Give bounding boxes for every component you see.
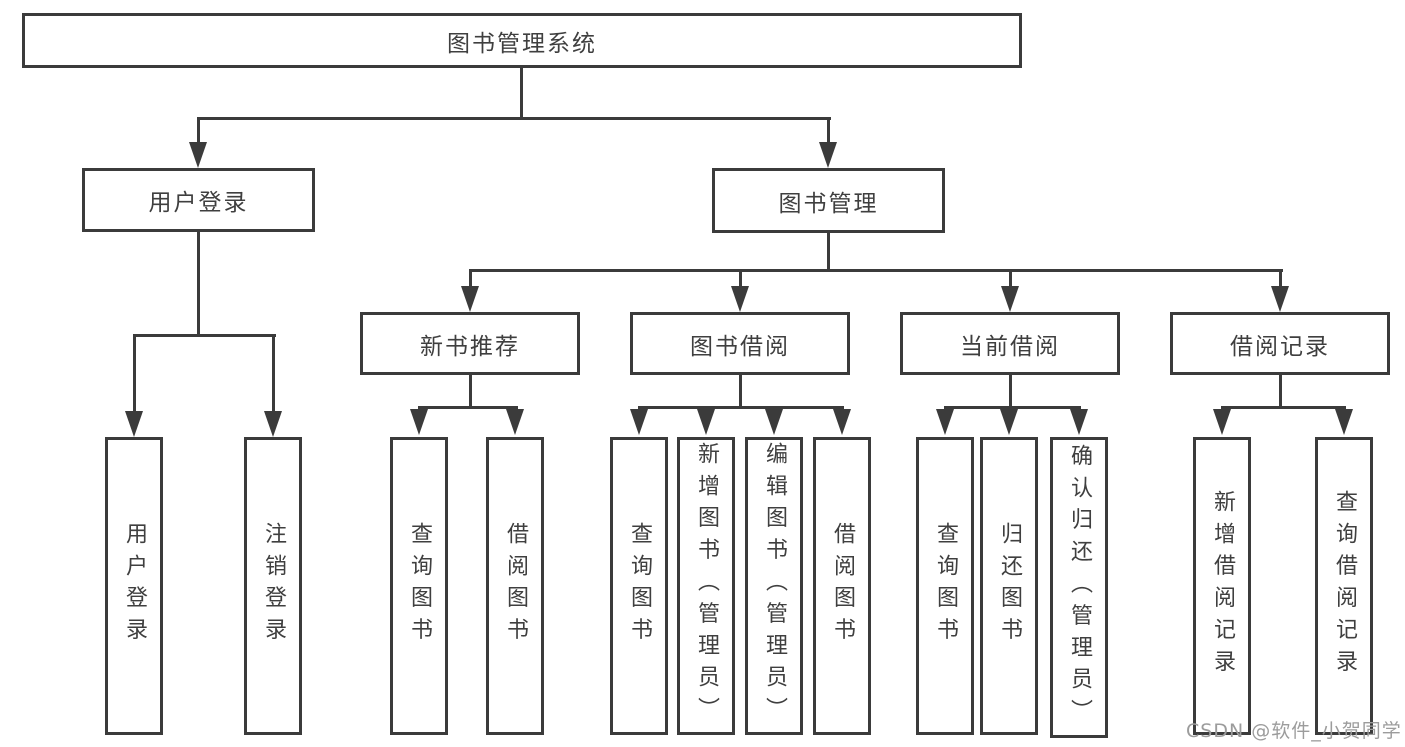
node-label: 新书推荐	[420, 333, 520, 360]
connector-line-h	[469, 269, 1283, 272]
connector-line-v	[739, 375, 742, 409]
watermark: CSDN @软件_小贺同学	[1186, 720, 1402, 742]
connector-line-h	[944, 406, 1081, 409]
arrow-down-icon	[936, 409, 954, 435]
node-label: 图书借阅	[690, 333, 790, 360]
connector-line-v	[1009, 375, 1012, 409]
node-user-login: 用户登录	[82, 168, 315, 232]
leaf-borrowing-add-books-admin: 新增图书（管理员）	[677, 437, 735, 735]
node-label: 查询图书	[407, 522, 432, 650]
connector-line-v	[197, 232, 200, 337]
arrow-down-icon	[731, 286, 749, 312]
connector-line-v	[272, 334, 275, 412]
node-book-borrowing: 图书借阅	[630, 312, 850, 375]
connector-line-v	[520, 68, 523, 118]
node-label: 确认归还（管理员）	[1067, 443, 1092, 732]
connector-line-v	[827, 117, 830, 145]
node-label: 注销登录	[261, 522, 286, 650]
connector-line-v	[1279, 375, 1282, 409]
arrow-down-icon	[765, 409, 783, 435]
leaf-recommend-query-books: 查询图书	[390, 437, 448, 735]
arrow-down-icon	[506, 409, 524, 435]
connector-line-v	[1009, 269, 1012, 287]
node-label: 借阅图书	[830, 522, 855, 650]
leaf-records-query-borrow-record: 查询借阅记录	[1315, 437, 1373, 735]
connector-line-v	[133, 334, 136, 412]
leaf-records-add-borrow-record: 新增借阅记录	[1193, 437, 1251, 735]
arrow-down-icon	[697, 409, 715, 435]
node-label: 编辑图书（管理员）	[762, 442, 787, 730]
arrow-down-icon	[819, 142, 837, 168]
arrow-down-icon	[1213, 409, 1231, 435]
node-current-borrowing: 当前借阅	[900, 312, 1120, 375]
node-label: 查询图书	[627, 522, 652, 650]
arrow-down-icon	[1070, 409, 1088, 435]
node-label: 借阅记录	[1230, 333, 1330, 360]
arrow-down-icon	[189, 142, 207, 168]
connector-line-v	[197, 117, 200, 145]
node-label: 新增借阅记录	[1210, 490, 1235, 682]
arrow-down-icon	[125, 411, 143, 437]
leaf-borrowing-borrow-books: 借阅图书	[813, 437, 871, 735]
node-borrowing-records: 借阅记录	[1170, 312, 1390, 375]
connector-line-v	[469, 269, 472, 287]
leaf-logout-login: 注销登录	[244, 437, 302, 735]
leaf-borrowing-edit-books-admin: 编辑图书（管理员）	[745, 437, 803, 735]
leaf-recommend-borrow-books: 借阅图书	[486, 437, 544, 735]
arrow-down-icon	[630, 409, 648, 435]
node-label: 借阅图书	[503, 522, 528, 650]
connector-line-v	[469, 375, 472, 409]
arrow-down-icon	[833, 409, 851, 435]
node-label: 当前借阅	[960, 333, 1060, 360]
arrow-down-icon	[1001, 286, 1019, 312]
node-label: 图书管理系统	[447, 30, 597, 57]
arrow-down-icon	[410, 409, 428, 435]
connector-line-v	[739, 269, 742, 287]
node-label: 归还图书	[997, 522, 1022, 650]
connector-line-h	[133, 334, 276, 337]
leaf-borrowing-query-books: 查询图书	[610, 437, 668, 735]
connector-line-h	[638, 406, 844, 409]
leaf-user-login: 用户登录	[105, 437, 163, 735]
arrow-down-icon	[1335, 409, 1353, 435]
leaf-current-confirm-return-admin: 确认归还（管理员）	[1050, 437, 1108, 738]
arrow-down-icon	[461, 286, 479, 312]
node-book-management: 图书管理	[712, 168, 945, 233]
node-library-management-system: 图书管理系统	[22, 13, 1022, 68]
leaf-current-return-books: 归还图书	[980, 437, 1038, 735]
node-label: 用户登录	[122, 522, 147, 650]
node-label: 用户登录	[148, 190, 249, 216]
arrow-down-icon	[264, 411, 282, 437]
connector-line-v	[827, 233, 830, 272]
connector-line-h	[418, 406, 518, 409]
leaf-current-query-books: 查询图书	[916, 437, 974, 735]
connector-line-v	[1279, 269, 1282, 287]
arrow-down-icon	[1000, 409, 1018, 435]
node-label: 查询图书	[933, 522, 958, 650]
connector-line-h	[197, 117, 831, 120]
node-label: 新增图书（管理员）	[694, 442, 719, 730]
node-new-book-recommendation: 新书推荐	[360, 312, 580, 375]
connector-line-h	[1221, 406, 1346, 409]
arrow-down-icon	[1271, 286, 1289, 312]
node-label: 图书管理	[778, 190, 879, 217]
node-label: 查询借阅记录	[1332, 490, 1357, 682]
